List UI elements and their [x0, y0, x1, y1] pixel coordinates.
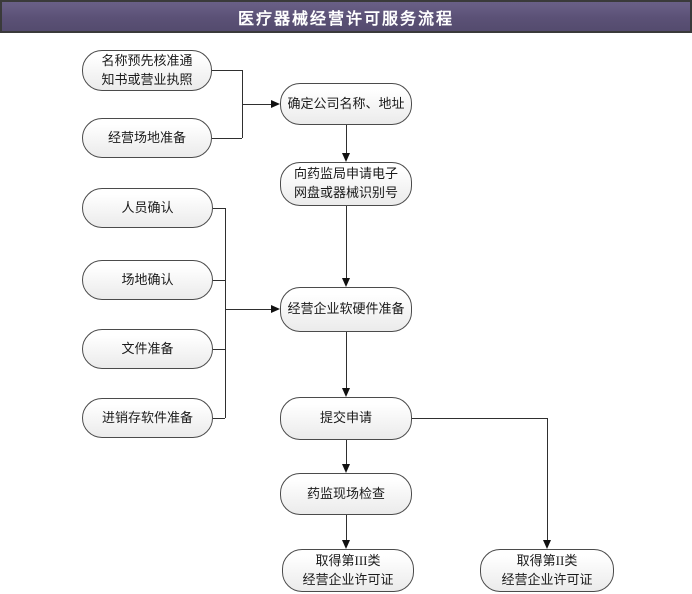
connector-right-vertical [547, 418, 548, 540]
node-inventory-software-preparation: 进销存软件准备 [82, 398, 213, 438]
node-onsite-inspection: 药监现场检查 [280, 473, 412, 515]
connector-premises-stub [212, 138, 242, 139]
arrowhead-to-company [271, 100, 280, 108]
node-class2-license: 取得第II类 经营企业许可证 [480, 549, 614, 592]
arrowhead-to-class2 [543, 540, 551, 549]
connector-software-stub [213, 418, 225, 419]
arrowhead-to-netdisk [342, 153, 350, 162]
connector-group2-vertical [225, 208, 226, 418]
connector-personnel-stub [213, 208, 225, 209]
node-name-preapproval: 名称预先核准通 知书或营业执照 [82, 50, 212, 91]
arrowhead-group2-to-hardware [271, 305, 280, 313]
connector-prename-stub [212, 70, 242, 71]
node-hardware-software-preparation: 经营企业软硬件准备 [280, 287, 412, 332]
node-submit-application: 提交申请 [280, 397, 412, 440]
arrowhead-to-submit [342, 388, 350, 397]
node-personnel-confirmation: 人员确认 [82, 188, 213, 228]
connector-netdisk-hardware [346, 206, 347, 278]
connector-submit-right [412, 418, 547, 419]
connector-submit-inspection [346, 440, 347, 464]
arrowhead-to-hardware [342, 278, 350, 287]
connector-hardware-submit [346, 332, 347, 388]
connector-company-netdisk [346, 125, 347, 153]
node-confirm-company-name-address: 确定公司名称、地址 [280, 83, 412, 125]
arrowhead-to-class3 [342, 540, 350, 549]
connector-site-stub [213, 280, 225, 281]
node-apply-netdisk-device-id: 向药监局申请电子 网盘或器械识别号 [280, 162, 412, 206]
arrowhead-to-inspection [342, 464, 350, 473]
connector-inspection-class3 [346, 515, 347, 540]
connector-documents-stub [213, 349, 225, 350]
node-class3-license: 取得第III类 经营企业许可证 [282, 549, 414, 592]
connector-group1-to-company [242, 104, 271, 105]
node-site-confirmation: 场地确认 [82, 260, 213, 300]
title-banner: 医疗器械经营许可服务流程 [0, 0, 692, 33]
connector-group2-to-hardware [225, 309, 271, 310]
diagram-title: 医疗器械经营许可服务流程 [237, 10, 454, 28]
node-premises-preparation: 经营场地准备 [82, 118, 212, 158]
node-document-preparation: 文件准备 [82, 329, 213, 369]
